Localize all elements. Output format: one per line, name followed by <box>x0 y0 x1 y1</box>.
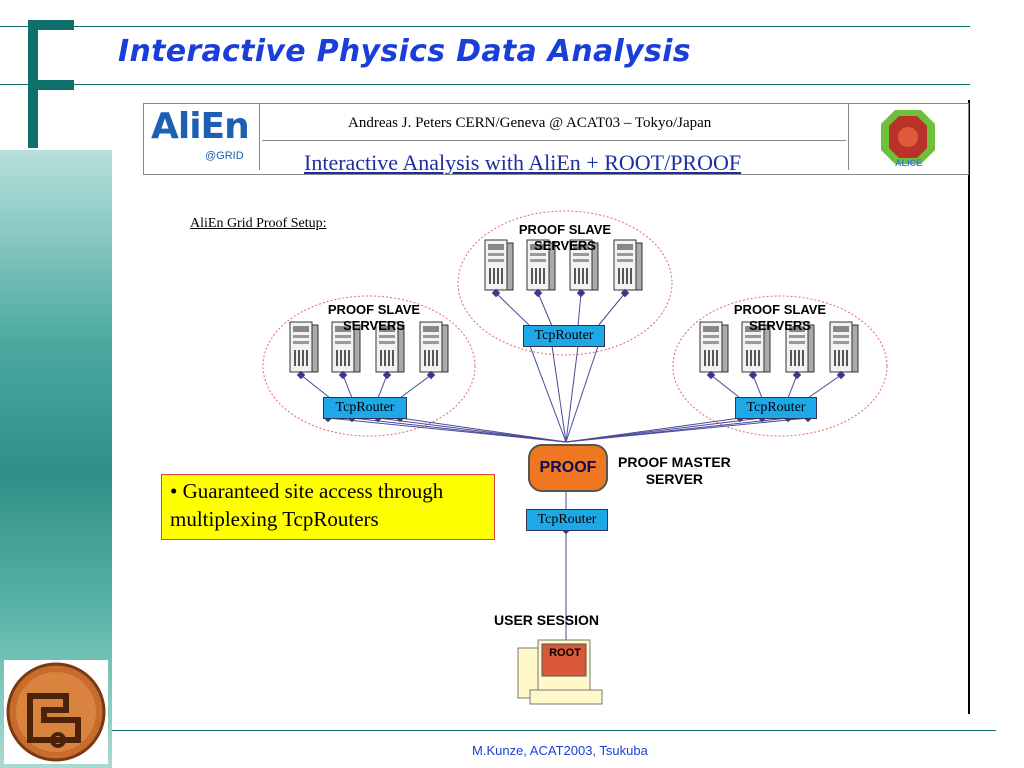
callout-box: • Guaranteed site access through multipl… <box>161 474 495 540</box>
tcp-router-master: TcpRouter <box>526 509 608 531</box>
alice-logo-box: ALICE <box>848 104 967 170</box>
slave-servers-center-label: PROOF SLAVE SERVERS <box>518 222 612 253</box>
callout-line-1: • Guaranteed site access through <box>170 479 444 503</box>
tcp-router-right: TcpRouter <box>735 397 817 419</box>
conference-logo-icon <box>4 660 108 764</box>
proof-master-label: PROOF MASTER SERVER <box>618 454 731 487</box>
image-right-border <box>968 100 970 714</box>
callout-line-2: multiplexing TcpRouters <box>170 507 379 531</box>
presentation-subtitle: Interactive Analysis with AliEn + ROOT/P… <box>304 150 742 175</box>
user-session-label: USER SESSION <box>494 612 600 628</box>
author-line: Andreas J. Peters CERN/Geneva @ ACAT03 –… <box>348 115 712 131</box>
slide-footer: M.Kunze, ACAT2003, Tsukuba <box>472 743 648 758</box>
header-box <box>143 103 969 175</box>
alice-logo-icon: ALICE <box>881 110 935 168</box>
slide-title: Interactive Physics Data Analysis <box>118 34 691 69</box>
cluster-left-outline <box>262 295 476 437</box>
slave-servers-right-label: PROOF SLAVE SERVERS <box>733 302 827 333</box>
alien-logo-text: AliEn <box>151 106 250 147</box>
top-rule <box>0 26 970 27</box>
slave-servers-left-label: PROOF SLAVE SERVERS <box>327 302 421 333</box>
footer-rule <box>112 730 996 731</box>
corner-bar-middle <box>28 80 74 90</box>
header-separator <box>262 140 846 141</box>
computer-icon <box>517 639 603 705</box>
alien-logo: AliEn @GRID <box>145 104 260 170</box>
title-rule <box>0 84 970 85</box>
cluster-center-outline <box>457 210 673 356</box>
embedded-slide-image <box>140 98 970 716</box>
corner-bar-top <box>28 20 74 30</box>
root-screen-text: ROOT <box>549 647 581 659</box>
alien-logo-subtext: @GRID <box>205 150 244 162</box>
proof-master-box: PROOF <box>528 444 608 492</box>
tcp-router-left: TcpRouter <box>323 397 407 419</box>
setup-label: AliEn Grid Proof Setup: <box>190 216 327 231</box>
cluster-right-outline <box>672 295 888 437</box>
svg-text:ALICE: ALICE <box>895 158 922 168</box>
tcp-router-center: TcpRouter <box>523 325 605 347</box>
